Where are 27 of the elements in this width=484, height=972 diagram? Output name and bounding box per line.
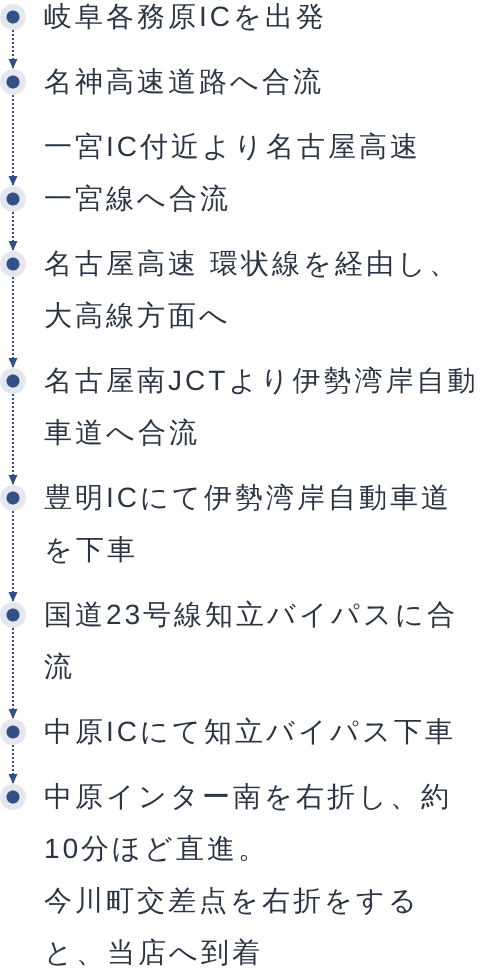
- timeline-dot: [0, 4, 26, 30]
- route-step-text: 名神高速道路へ合流: [44, 66, 324, 97]
- timeline-dot: [0, 784, 26, 810]
- dotted-arrow: [8, 628, 18, 719]
- dotted-arrow: [8, 212, 18, 251]
- timeline-dot: [0, 251, 26, 277]
- dotted-arrow: [8, 511, 18, 602]
- dotted-arrow: [8, 277, 18, 368]
- timeline-dot: [0, 602, 26, 628]
- timeline-dot: [0, 186, 26, 212]
- route-step-text: 中原インター南を右折し、約10分ほど直進。: [44, 781, 452, 864]
- dotted-arrow: [8, 745, 18, 784]
- timeline-dot: [0, 368, 26, 394]
- route-step-text: 中原ICにて知立バイパス下車: [44, 716, 456, 747]
- dotted-arrow: [8, 95, 18, 186]
- route-step-text: 国道23号線知立バイパスに合流: [44, 599, 458, 682]
- dotted-arrow: [8, 394, 18, 485]
- route-step-text: 岐阜各務原ICを出発: [44, 1, 327, 32]
- route-step-text: 名古屋高速 環状線を経由し、大高線方面へ: [44, 248, 460, 331]
- timeline-dot: [0, 69, 26, 95]
- timeline-dot: [0, 719, 26, 745]
- timeline-dot: [0, 485, 26, 511]
- route-step-text: 一宮IC付近より名古屋高速一宮線へ合流: [44, 131, 421, 214]
- route-step-text: 今川町交差点を右折をすると、当店へ到着: [44, 885, 420, 968]
- dotted-arrow: [8, 30, 18, 69]
- route-step-text: 豊明ICにて伊勢湾岸自動車道を下車: [44, 482, 452, 565]
- route-step-text: 名古屋南JCTより伊勢湾岸自動車道へ合流: [44, 365, 478, 448]
